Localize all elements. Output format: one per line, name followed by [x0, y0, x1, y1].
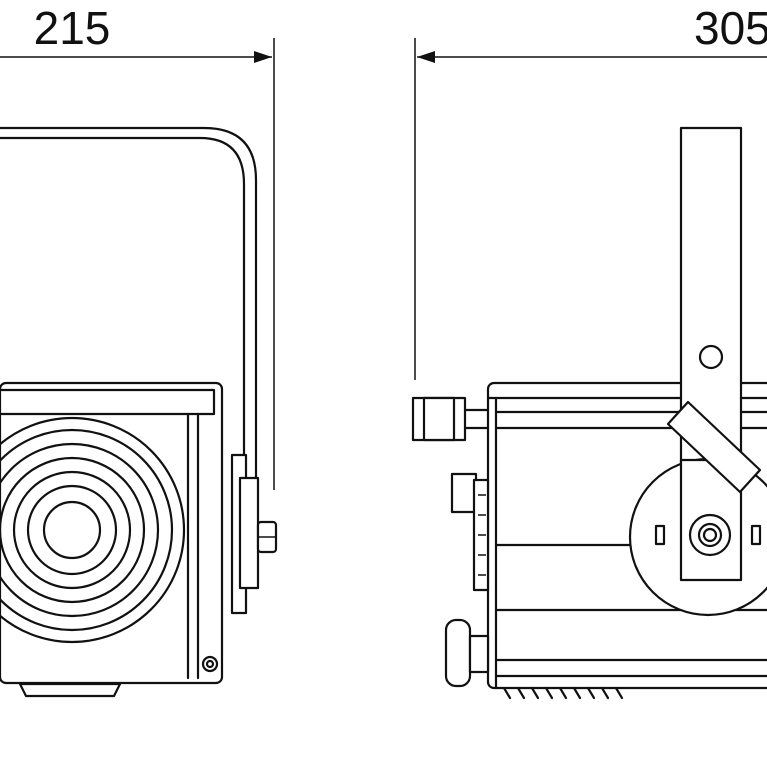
front-screw	[201, 655, 219, 673]
focus-knob	[444, 618, 472, 688]
depth-label: 305	[694, 2, 767, 54]
disc-slot-right	[750, 524, 762, 546]
yoke-inner	[0, 136, 246, 472]
front-foot	[18, 682, 122, 698]
tilt-lever	[666, 400, 762, 494]
mount-plate-front	[238, 476, 260, 590]
yoke-outer	[0, 126, 258, 482]
side-latch	[450, 472, 478, 514]
cooling-fins	[502, 686, 624, 700]
tilt-knob	[688, 513, 732, 557]
housing-top-band	[0, 388, 216, 416]
width-dimension: 215	[0, 2, 275, 490]
side-view: 305	[411, 2, 767, 700]
front-view: 215	[0, 2, 278, 698]
disc-slot-left	[654, 524, 666, 546]
depth-dimension: 305	[414, 2, 767, 380]
width-label: 215	[34, 2, 111, 54]
yoke-hole	[698, 344, 724, 370]
fresnel-lens	[0, 416, 186, 644]
